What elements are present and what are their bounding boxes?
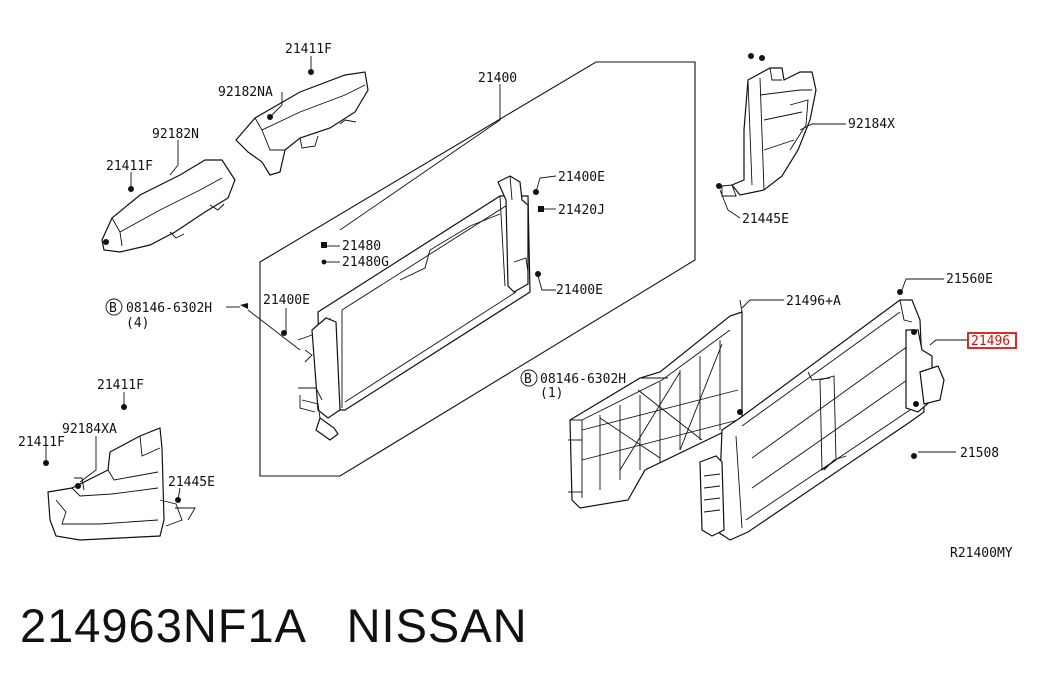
label-21445e-bl: 21445E (168, 475, 215, 490)
label-21480: 21480 (342, 239, 381, 254)
leader-lines (45, 56, 968, 501)
label-21400: 21400 (478, 71, 517, 86)
label-21508: 21508 (960, 446, 999, 461)
label-21400e-right: 21400E (556, 283, 603, 298)
label-21480g: 21480G (342, 255, 389, 270)
label-08146-mid-qty: (1) (540, 386, 563, 401)
highlight-box-21496 (967, 332, 1017, 349)
label-21411f-bl-top: 21411F (97, 378, 144, 393)
label-92182na: 92182NA (218, 85, 273, 100)
label-08146-left: 08146-6302H (126, 301, 212, 316)
caption-brand: NISSAN (346, 599, 528, 652)
core-support-21496 (699, 289, 945, 541)
label-21400e-top: 21400E (558, 170, 605, 185)
part-labels: 21411F 92182NA 92182N 21411F 21400 21400… (18, 42, 1017, 561)
label-21560e: 21560E (946, 272, 993, 287)
reference-code: R21400MY (950, 546, 1013, 561)
label-21445e-top: 21445E (742, 212, 789, 227)
label-92182n: 92182N (152, 127, 199, 142)
air-guide-92184x (721, 67, 817, 197)
label-21400e-left: 21400E (263, 293, 310, 308)
label-21496: 21496 (971, 334, 1010, 349)
caption-part-number: 214963NF1A (20, 599, 305, 652)
label-21411f-top: 21411F (285, 42, 332, 57)
bolt-mark-left-circle (105, 298, 123, 316)
radiator-assembly-frame (259, 61, 696, 477)
label-92184xa: 92184XA (62, 422, 117, 437)
air-guide-92182n (101, 159, 236, 253)
bolt-mark-mid-circle (520, 369, 538, 387)
label-21420j: 21420J (558, 203, 605, 218)
bolt-mark-left: B (109, 301, 117, 316)
label-92184x: 92184X (848, 117, 895, 132)
label-08146-mid: 08146-6302H (540, 372, 626, 387)
air-guide-92182na (235, 71, 369, 176)
label-21411f-bl-left: 21411F (18, 435, 65, 450)
fan-shroud-21496a (568, 311, 743, 509)
air-guide-92184xa (47, 427, 196, 541)
label-08146-left-qty: (4) (126, 316, 149, 331)
radiator-core (297, 175, 531, 441)
label-21496a: 21496+A (786, 294, 841, 309)
bolt-mark-mid: B (524, 372, 532, 387)
label-21411f-mid: 21411F (106, 159, 153, 174)
part-caption: 214963NF1A NISSAN (20, 598, 528, 653)
